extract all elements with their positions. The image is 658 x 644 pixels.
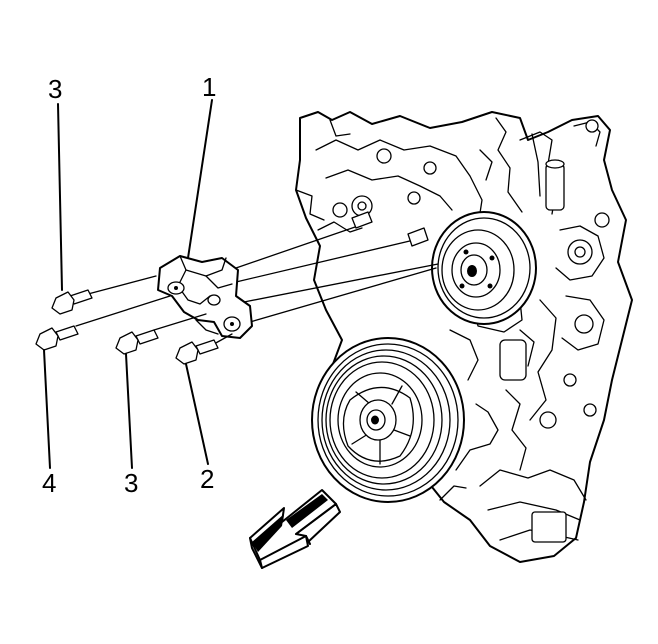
callout-3-top: 3 xyxy=(48,74,62,104)
callout-leaders xyxy=(43,99,213,469)
callout-3-bottom: 3 xyxy=(124,468,138,498)
callout-2: 2 xyxy=(200,464,214,494)
water-pump-pulley xyxy=(431,211,537,325)
callout-4: 4 xyxy=(42,468,56,498)
crankshaft-balancer xyxy=(311,337,465,503)
bolt-3-top xyxy=(51,275,157,315)
forward-direction-arrow-icon xyxy=(249,489,341,569)
alignment-lines xyxy=(235,211,439,323)
engine-block xyxy=(295,111,633,563)
bolt-3-bottom xyxy=(115,313,207,355)
callout-1: 1 xyxy=(202,72,216,102)
bolt-2 xyxy=(175,333,233,365)
bolt-4 xyxy=(35,295,171,351)
bracket xyxy=(157,255,253,339)
